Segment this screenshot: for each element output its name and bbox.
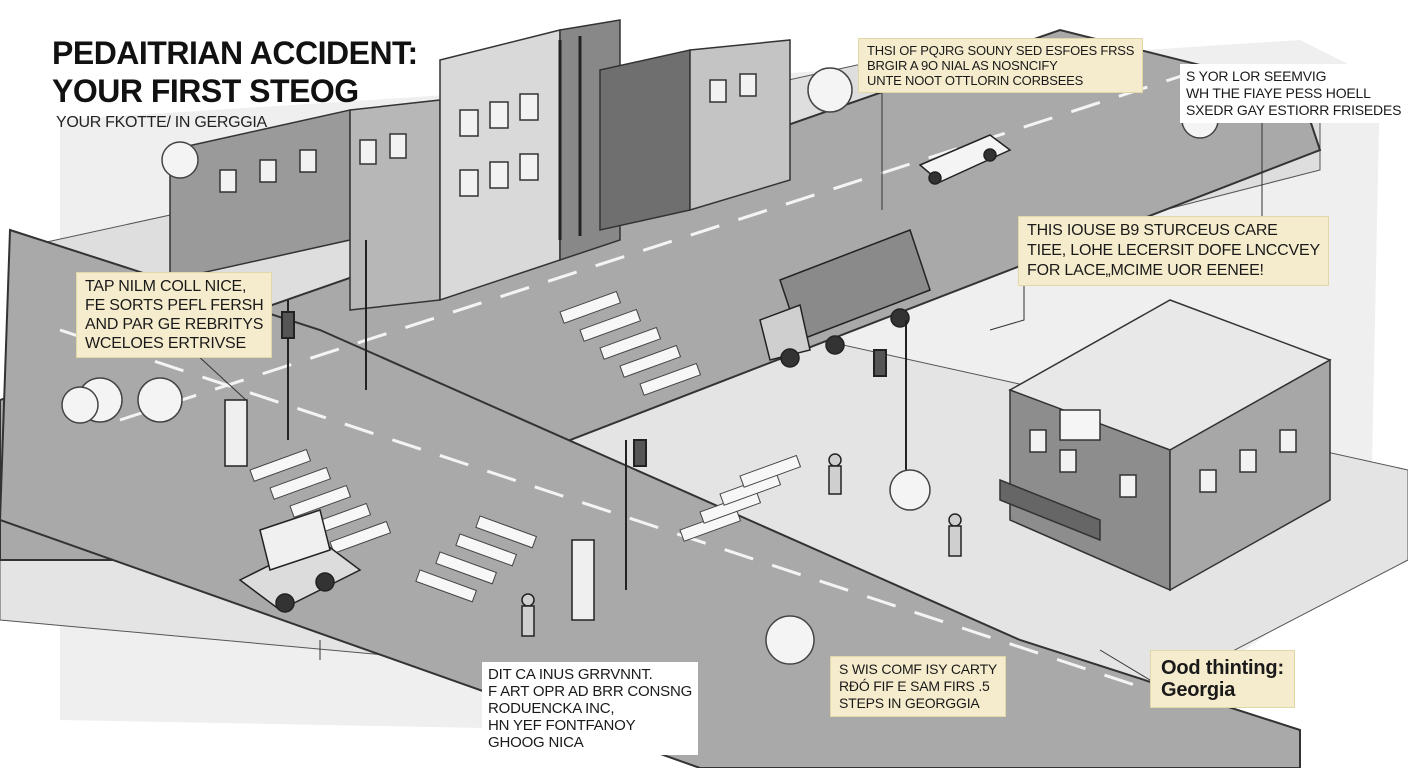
callout-line: TIEE, LOHE LECERSIT DOFE LNCCVEY: [1027, 242, 1320, 259]
building-corner-right: [999, 299, 1332, 592]
callout-line: RODUENCKA INC,: [488, 700, 615, 717]
callout-line: WCELOES ERTRIVSE: [85, 335, 246, 352]
pedestrian: [521, 453, 962, 637]
striped-bollard: [224, 399, 595, 621]
crosswalk-west: [249, 448, 392, 554]
callout-line: FE SORTS PEFL FERSH: [85, 297, 264, 314]
callout-line: Ood thinting:: [1161, 657, 1284, 679]
tree: [61, 67, 1219, 665]
callout-line: THSI OF PQJRG SOUNY SED ESFOES FRSS: [867, 43, 1135, 58]
callout-line: RÐÓ FIF E SAM FIRS .5: [839, 678, 990, 694]
callout-corner: Ood thinting: Georgia: [1150, 650, 1295, 708]
callout-line: TAP NILM COLL NICE,: [85, 278, 247, 295]
callout-line: Georgia: [1161, 679, 1236, 701]
callout-mid-right: THIS IOUSE B9 STURCEUS CARE TIEE, LOHE L…: [1018, 216, 1329, 286]
building-row-upper-left: [169, 19, 791, 311]
callout-line: STEPS IN GEORGGIA: [839, 695, 980, 711]
page-title: PEDAITRIAN ACCIDENT: YOUR FIRST STEOG: [52, 34, 418, 110]
callout-line: GHOOG NICA: [488, 734, 584, 751]
callout-line: BRGIR A 9O NIAL AS NOSNCIFY: [867, 58, 1058, 73]
street-sweeper: [238, 509, 362, 613]
callout-line: S WIS COMF ISY CARTY: [839, 661, 998, 677]
callout-right-top: S YOR LOR SEEMVIG WH THE FIAYE PESS HOEL…: [1180, 64, 1408, 123]
callout-line: HN YEF FONTFANOY: [488, 717, 636, 734]
title-line-1: PEDAITRIAN ACCIDENT:: [52, 35, 418, 71]
page-subtitle: YOUR FKOTTE/ IN GERGGIA: [56, 114, 267, 131]
traffic-light: [281, 240, 907, 590]
callout-line: THIS IOUSE B9 STURCEUS CARE: [1027, 222, 1278, 239]
title-line-2: YOUR FIRST STEOG: [52, 73, 359, 109]
callout-bottom-right: S WIS COMF ISY CARTY RÐÓ FIF E SAM FIRS …: [830, 656, 1007, 717]
delivery-truck: [759, 229, 931, 368]
callout-line: SXEDR GAY ESTIORR FRISEDES: [1186, 102, 1402, 118]
car: [918, 134, 1012, 185]
crosswalk-north: [559, 290, 702, 396]
callout-line: DIT CA INUS GRRVNNT.: [488, 666, 653, 683]
callout-line: F ART OPR AD BRR CONSNG: [488, 683, 693, 700]
callout-bottom-center: DIT CA INUS GRRVNNT. F ART OPR AD BRR CO…: [482, 662, 699, 755]
callout-line: WH THE FIAYE PESS HOELL: [1186, 85, 1371, 101]
lane-line: [119, 68, 1201, 422]
callout-top: THSI OF PQJRG SOUNY SED ESFOES FRSS BRGI…: [858, 38, 1144, 93]
callout-left: TAP NILM COLL NICE, FE SORTS PEFL FERSH …: [76, 272, 273, 358]
crosswalk-east: [679, 454, 802, 542]
callout-line: S YOR LOR SEEMVIG: [1186, 68, 1327, 84]
callout-line: UNTE NOOT OTTLORIN CORBSEES: [867, 73, 1084, 88]
callout-line: FOR LACE„MCIME UOR EENEE!: [1027, 262, 1264, 279]
crosswalk-south: [415, 515, 538, 603]
callout-line: AND PAR GE REBRITYS: [85, 316, 264, 333]
